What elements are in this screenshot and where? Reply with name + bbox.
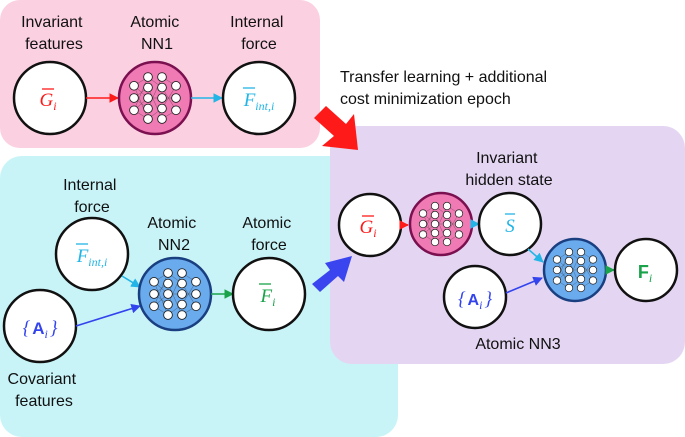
arrow-s-to-nn3	[527, 248, 544, 263]
invariant-features-label: Invariant features	[21, 14, 87, 53]
arrow-fint-to-nn2	[121, 275, 141, 288]
force-symbol-left: Fi	[260, 286, 276, 309]
transfer-learning-text: Transfer learning + additional cost mini…	[340, 69, 552, 108]
fint-node-left	[54, 216, 130, 292]
internal-force-label-left: Internal force	[63, 177, 121, 216]
atomic-nn2-label: Atomic NN2	[147, 215, 200, 254]
s-node	[477, 191, 543, 257]
arrow-a-to-nn3	[505, 276, 543, 294]
g-symbol-right: Gi	[359, 217, 376, 240]
atomic-force-label: Atomic force	[242, 215, 295, 254]
covariant-features-label: Covariant features	[8, 371, 81, 410]
internal-force-label-top: Internal force	[230, 14, 288, 53]
fint-symbol-left: Fint,i	[76, 246, 108, 269]
big-blue-arrow	[312, 256, 352, 292]
a-symbol-right: {Ai}	[458, 289, 493, 312]
a-node-right	[442, 264, 508, 330]
force-node-left	[231, 256, 307, 332]
force-symbol-right: Fi	[638, 262, 652, 285]
fint-node-top	[221, 60, 297, 136]
atomic-nn1-label: Atomic NN1	[130, 14, 183, 53]
fint-symbol-top: Fint,i	[243, 90, 275, 113]
arrow-a-to-nn2	[75, 303, 141, 327]
g-symbol-top: Gi	[39, 90, 56, 113]
atomic-nn3-label: Atomic NN3	[475, 336, 560, 353]
force-node-right	[613, 237, 679, 303]
a-symbol-left: {Ai}	[23, 318, 58, 341]
transfer-arrow	[314, 106, 358, 150]
s-symbol: S	[505, 216, 515, 237]
invariant-hidden-state-label: Invariant hidden state	[465, 150, 552, 189]
